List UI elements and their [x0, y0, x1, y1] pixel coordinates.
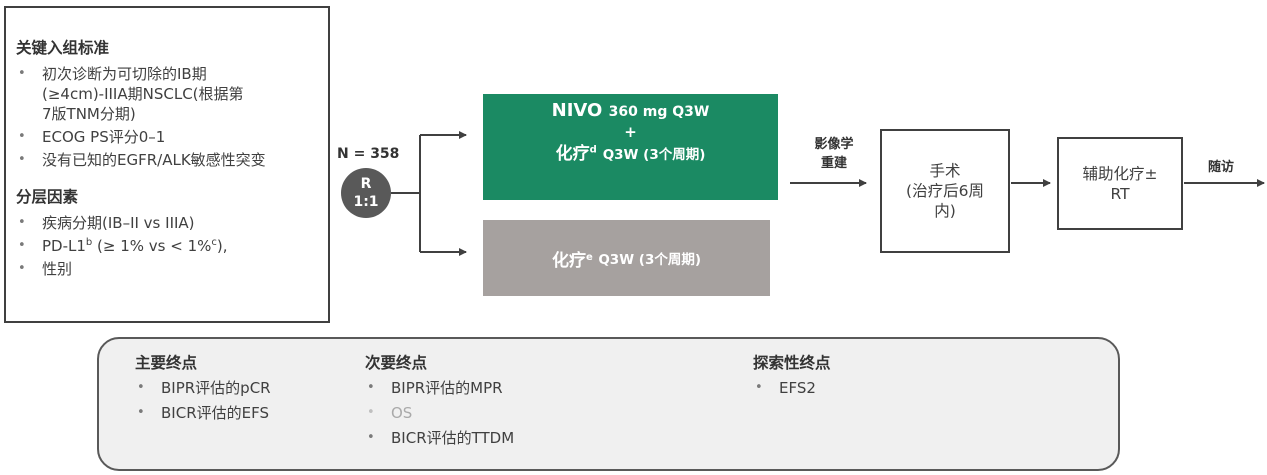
inclusion-item-ecog: ECOG PS评分0–1	[16, 127, 320, 147]
primary-endpoints-title: 主要终点	[135, 354, 198, 372]
sample-size-label: N = 358	[337, 146, 400, 162]
stratification-item-sex: 性别	[16, 259, 320, 279]
nivo-dose: 360 mg Q3W	[608, 104, 710, 120]
primary-endpoint-item: BIPR评估的pCR	[135, 378, 271, 398]
primary-endpoint-item: BICR评估的EFS	[135, 403, 271, 423]
exploratory-endpoints-column: 探索性终点 EFS2	[753, 353, 831, 403]
secondary-endpoints-column: 次要终点 BIPR评估的MPR OS BICR评估的TTDM	[365, 353, 514, 453]
eligibility-criteria-box: 关键入组标准 初次诊断为可切除的IB期 (≥4cm)-IIIA期NSCLC(根据…	[4, 6, 330, 323]
nivolumab-chemo-arm: NIVO 360 mg Q3W + 化疗d Q3W (3个周期)	[483, 94, 778, 200]
inclusion-item-mutation: 没有已知的EGFR/ALK敏感性突变	[16, 150, 320, 170]
primary-endpoints-column: 主要终点 BIPR评估的pCR BICR评估的EFS	[135, 353, 271, 428]
randomization-letter: R	[360, 176, 372, 192]
inclusion-criteria-list: 初次诊断为可切除的IB期 (≥4cm)-IIIA期NSCLC(根据第 7版TNM…	[16, 64, 320, 170]
exploratory-endpoint-item: EFS2	[753, 378, 831, 398]
endpoints-box: 主要终点 BIPR评估的pCR BICR评估的EFS 次要终点 BIPR评估的M…	[97, 337, 1120, 471]
chemo-arm-schedule: Q3W (3个周期)	[598, 252, 702, 268]
secondary-endpoints-title: 次要终点	[365, 354, 428, 372]
randomization-circle: R 1:1	[341, 168, 391, 218]
randomization-ratio: 1:1	[353, 194, 379, 210]
nivo-arm-chemo-label: 化疗	[555, 144, 590, 164]
nivo-drug-name: NIVO	[551, 100, 603, 121]
secondary-endpoint-item: BICR评估的TTDM	[365, 428, 514, 448]
nivo-plus-sign: +	[624, 123, 637, 141]
stratification-item-stage: 疾病分期(IB–II vs IIIA)	[16, 213, 320, 233]
stratification-factors-title: 分层因素	[16, 188, 79, 206]
exploratory-endpoints-title: 探索性终点	[753, 354, 831, 372]
stratification-item-pdl1: PD-L1b (≥ 1% vs < 1%c),	[16, 236, 320, 256]
follow-up-label: 随访	[1208, 160, 1235, 175]
secondary-endpoint-item-os: OS	[365, 403, 514, 423]
chemo-arm-label: 化疗	[551, 250, 586, 271]
secondary-endpoint-item: BIPR评估的MPR	[365, 378, 514, 398]
inclusion-criteria-title: 关键入组标准	[16, 39, 110, 57]
adjuvant-therapy-box: 辅助化疗± RT	[1057, 137, 1183, 230]
stratification-factors-list: 疾病分期(IB–II vs IIIA) PD-L1b (≥ 1% vs < 1%…	[16, 213, 320, 279]
nivo-arm-chemo-footnote: d	[589, 144, 597, 156]
inclusion-item-stage: 初次诊断为可切除的IB期 (≥4cm)-IIIA期NSCLC(根据第 7版TNM…	[16, 64, 320, 124]
imaging-restaging-label: 影像学 重建	[814, 137, 854, 171]
nivo-arm-schedule: Q3W (3个周期)	[602, 147, 706, 163]
surgery-box: 手术 (治疗后6周 内)	[880, 129, 1010, 253]
